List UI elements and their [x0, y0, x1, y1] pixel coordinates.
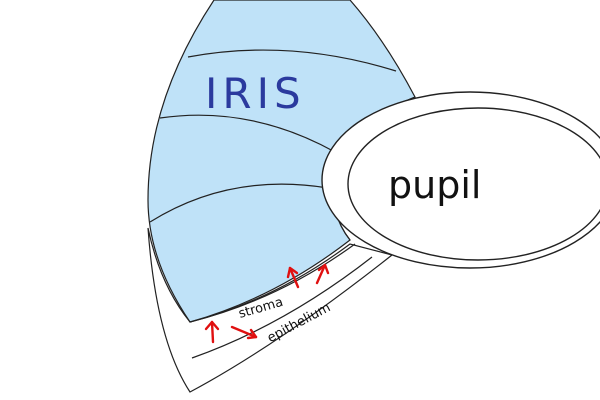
iris-stripe-2 [159, 114, 336, 153]
iris-stripe-3 [149, 183, 329, 223]
arrow-right [230, 325, 258, 340]
iris-side-band [147, 227, 394, 393]
iris-stripe-1 [187, 49, 397, 72]
arrow-up-right [315, 263, 330, 285]
iris-label: IRIS [205, 69, 306, 118]
pupil-label: pupil [388, 163, 481, 207]
epithelium-layer-line [191, 256, 373, 359]
stroma-layer-line [189, 243, 356, 323]
arrow-up-left [204, 320, 220, 344]
arrow-up-middle [286, 266, 300, 289]
pupil-inner [347, 107, 600, 261]
